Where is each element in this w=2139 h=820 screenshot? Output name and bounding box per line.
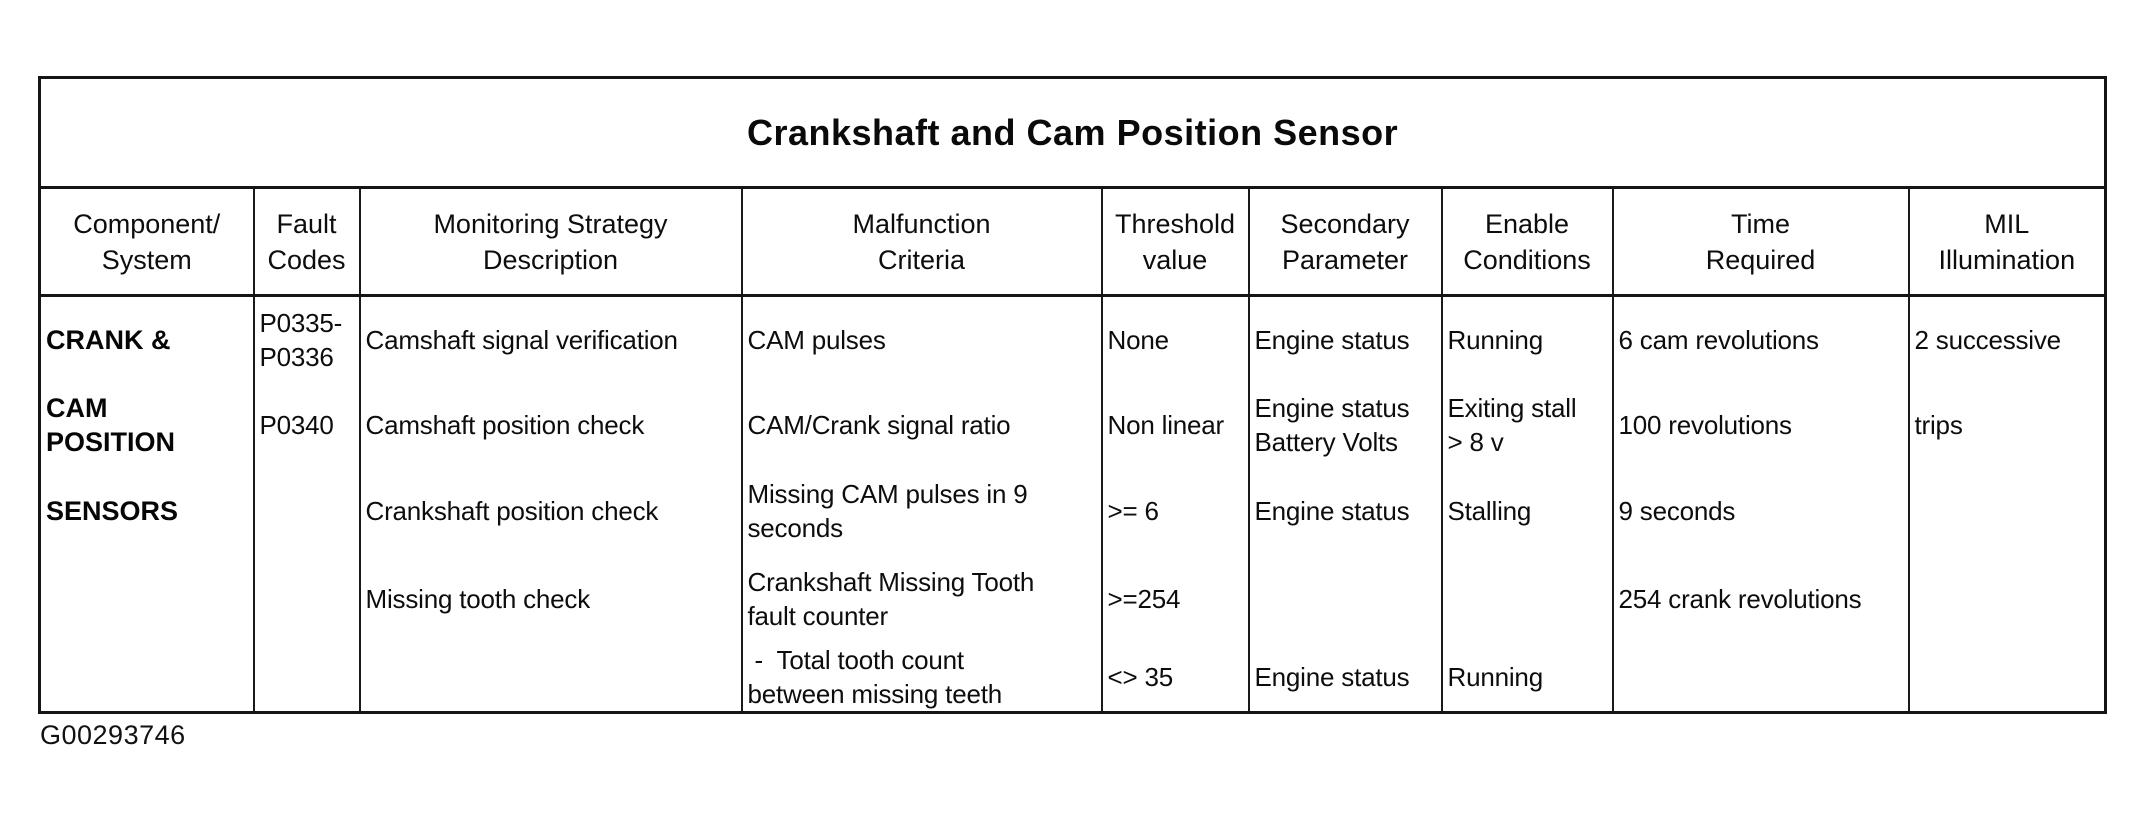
cell-threshold-value: >=254 [1100,555,1250,643]
cell-enable-conditions: Exiting stall > 8 v [1440,382,1614,467]
cell-threshold-value: >= 6 [1100,467,1250,555]
table-row: SENSORS Crankshaft position check Missin… [38,467,2107,555]
cell-enable-conditions [1440,555,1614,643]
cell-enable-conditions: Running [1440,295,1614,382]
cell-time-required: 254 crank revolutions [1611,555,1910,643]
table-row: CRANK & P0335- P0336 Camshaft signal ver… [38,295,2107,382]
cell-malfunction-criteria: Crankshaft Missing Tooth fault counter [740,555,1103,643]
table-row: CAM POSITION P0340 Camshaft position che… [38,382,2107,467]
cell-secondary-parameter: Engine status Battery Volts [1247,382,1443,467]
table-row: Missing tooth check Crankshaft Missing T… [38,555,2107,643]
col-header-secondary-parameter: Secondary Parameter [1247,187,1443,297]
col-header-malfunction-criteria: Malfunction Criteria [740,187,1103,297]
cell-component: CRANK & [38,295,255,382]
cell-mil-illumination: trips [1907,382,2107,467]
cell-secondary-parameter: Engine status [1247,643,1443,713]
cell-monitoring-strategy: Missing tooth check [358,555,743,643]
col-header-threshold-value: Threshold value [1100,187,1250,297]
cell-fault-codes: P0335- P0336 [252,295,361,382]
cell-secondary-parameter [1247,555,1443,643]
cell-component: CAM POSITION [38,382,255,467]
cell-component: SENSORS [38,467,255,555]
cell-secondary-parameter: Engine status [1247,295,1443,382]
title-row: Crankshaft and Cam Position Sensor [39,77,2106,189]
cell-threshold-value: Non linear [1100,382,1250,467]
cell-fault-codes [252,555,361,643]
col-header-enable-conditions: Enable Conditions [1440,187,1614,297]
cell-time-required [1611,643,1910,713]
cell-mil-illumination: 2 successive [1907,295,2107,382]
table-title: Crankshaft and Cam Position Sensor [39,77,2106,189]
col-header-component-system: Component/ System [38,187,255,297]
cell-enable-conditions: Running [1440,643,1614,713]
cell-malfunction-criteria: CAM pulses [740,295,1103,382]
col-header-monitoring-strategy: Monitoring Strategy Description [358,187,743,297]
cell-monitoring-strategy: Crankshaft position check [358,467,743,555]
col-header-mil-illumination: MIL Illumination [1907,187,2107,297]
col-header-time-required: Time Required [1611,187,1910,297]
cell-monitoring-strategy [358,643,743,713]
cell-time-required: 9 seconds [1611,467,1910,555]
cell-malfunction-criteria: Missing CAM pulses in 9 seconds [740,467,1103,555]
cell-time-required: 6 cam revolutions [1611,295,1910,382]
figure-id: G00293746 [40,720,186,750]
cell-mil-illumination [1907,643,2107,713]
cell-enable-conditions: Stalling [1440,467,1614,555]
cell-fault-codes [252,467,361,555]
cell-monitoring-strategy: Camshaft signal verification [358,295,743,382]
cell-malfunction-criteria: CAM/Crank signal ratio [740,382,1103,467]
diagnostic-table: Crankshaft and Cam Position Sensor Compo… [38,76,2108,714]
header-row: Component/ System Fault Codes Monitoring… [38,187,2107,297]
cell-threshold-value: <> 35 [1100,643,1250,713]
cell-component [38,555,255,643]
cell-fault-codes [252,643,361,713]
cell-mil-illumination [1907,467,2107,555]
cell-malfunction-criteria: - Total tooth count between missing teet… [740,643,1103,713]
cell-time-required: 100 revolutions [1611,382,1910,467]
table-row: - Total tooth count between missing teet… [38,643,2107,713]
cell-monitoring-strategy: Camshaft position check [358,382,743,467]
cell-fault-codes: P0340 [252,382,361,467]
cell-secondary-parameter: Engine status [1247,467,1443,555]
cell-component [38,643,255,713]
cell-mil-illumination [1907,555,2107,643]
col-header-fault-codes: Fault Codes [252,187,361,297]
cell-threshold-value: None [1100,295,1250,382]
